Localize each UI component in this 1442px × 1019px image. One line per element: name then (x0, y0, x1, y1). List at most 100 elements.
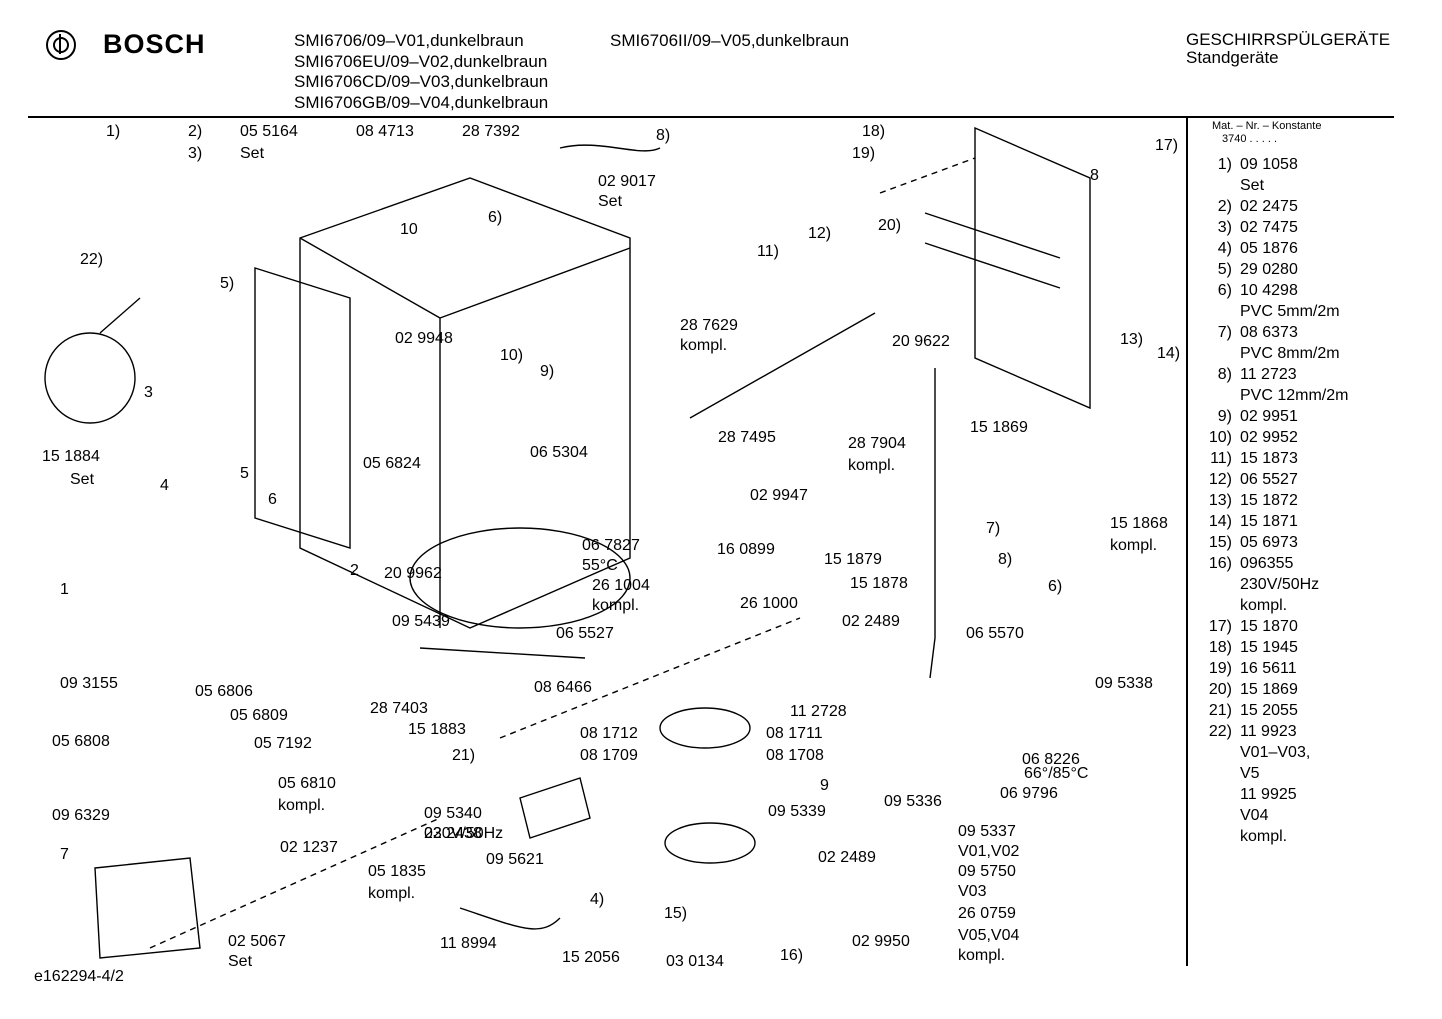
callout-label: 09 5338 (1095, 675, 1153, 692)
part-number-text: PVC 8mm/2m (1240, 345, 1340, 362)
model-line: SMI6706/09–V01,dunkelbraun (294, 31, 524, 50)
part-position-number: 10) (1208, 429, 1232, 446)
parts-list-row: PVC 12mm/2m (1196, 385, 1396, 406)
part-number-text: 29 0280 (1240, 261, 1298, 278)
part-position-number (1196, 175, 1240, 196)
part-number-text: 02 2475 (1240, 198, 1298, 215)
callout-label: 11) (757, 243, 779, 260)
konstante-value: 3740 . . . . . (1222, 133, 1278, 145)
callout-label: 02 2489 (818, 849, 876, 866)
callout-label: 8) (656, 127, 670, 144)
parts-list-row: 17)15 1870 (1196, 616, 1396, 637)
callout-label: 09 5439 (392, 613, 450, 630)
callout-label: kompl. (848, 457, 895, 474)
drain-hose (459, 907, 561, 930)
part-number-text: 15 2055 (1240, 702, 1298, 719)
callout-label: 6) (1048, 578, 1062, 595)
parts-list-row: 20)15 1869 (1196, 679, 1396, 700)
part-position-number: 15) (1208, 534, 1232, 551)
part-position-number: 8) (1217, 366, 1232, 383)
parts-list-row: 19) 16 5611 (1196, 658, 1396, 679)
callout-label: 02 2489 (842, 613, 900, 630)
callout-label: 15 1878 (850, 575, 908, 592)
parts-list-row: 1)09 1058 (1196, 154, 1396, 175)
callout-label: 3 (144, 384, 153, 401)
callout-label: 06 5304 (530, 444, 588, 461)
parts-list-row: 18)15 1945 (1196, 637, 1396, 658)
callout-label: 26 0759 (958, 905, 1016, 922)
callout-label: 05 6824 (363, 455, 421, 472)
parts-list-row: V5 (1196, 763, 1396, 784)
callout-label: 05 6808 (52, 733, 110, 750)
part-number-text: PVC 12mm/2m (1240, 387, 1349, 404)
callout-label: 06 9796 (1000, 785, 1058, 802)
drawing-reference: e162294-4/2 (34, 968, 124, 985)
parts-list-row: 9)02 9951 (1196, 406, 1396, 427)
parts-list-row: kompl. (1196, 826, 1396, 847)
callout-label: 09 5621 (486, 851, 544, 868)
callout-label: 02 2438 (424, 825, 482, 842)
inset-arrow (99, 297, 141, 334)
part-position-number (1196, 742, 1240, 763)
callout-label: 09 5750 (958, 863, 1016, 880)
door-strips (924, 212, 1061, 289)
parts-list-row: 4)05 1876 (1196, 238, 1396, 259)
callout-label: 15 1868 (1110, 515, 1168, 532)
callout-label: 20 9622 (892, 333, 950, 350)
category-subtitle: Standgeräte (1186, 48, 1279, 67)
callout-label: 05 1835 (368, 863, 426, 880)
parts-list-row: 22)11 9923 (1196, 721, 1396, 742)
part-position-number: 2) (1217, 198, 1232, 215)
callout-label: 26 1000 (740, 595, 798, 612)
dashed-assembly-line (149, 157, 976, 949)
callout-label: 02 5067 (228, 933, 286, 950)
callout-label: kompl. (368, 885, 415, 902)
callout-label: 7 (60, 846, 69, 863)
part-position-number: 13) (1208, 492, 1232, 509)
callout-label: 2 (350, 562, 359, 579)
callout-label: 9) (540, 363, 554, 380)
callout-label: 20 9962 (384, 565, 442, 582)
callout-label: 5) (220, 275, 234, 292)
callout-label: 05 5164 (240, 123, 298, 140)
category-title: GESCHIRRSPÜLGERÄTE (1186, 30, 1391, 49)
callout-label: 4 (160, 477, 169, 494)
callout-label: 06 8226 (1022, 751, 1080, 768)
part-number-text: 05 1876 (1240, 240, 1298, 257)
parts-list-row: PVC 8mm/2m (1196, 343, 1396, 364)
callout-label: 21) (452, 747, 475, 764)
callout-label: 6 (268, 491, 277, 508)
callout-label: 28 7904 (848, 435, 906, 452)
part-number-text: 16 5611 (1240, 660, 1297, 677)
bosch-logo-icon (46, 30, 76, 60)
callout-label: 28 7392 (462, 123, 520, 140)
side-panel (254, 267, 351, 549)
callout-label: 06 5570 (966, 625, 1024, 642)
callout-label: 02 9950 (852, 933, 910, 950)
part-number-text: 02 9952 (1240, 429, 1298, 446)
callout-label: 11 8994 (440, 935, 497, 952)
part-number-text: 230V/50Hz (1240, 576, 1320, 593)
callout-label: 15) (664, 905, 687, 922)
parts-list-row: 3)02 7475 (1196, 217, 1396, 238)
part-number-text: 11 9925 (1240, 786, 1297, 803)
callout-label: 06 5527 (556, 625, 614, 642)
part-position-number: 19) (1208, 660, 1232, 677)
parts-list-row: 11)15 1873 (1196, 448, 1396, 469)
part-number-text: 05 6973 (1240, 534, 1298, 551)
tub-bottom-opening (409, 527, 631, 629)
callout-label: 10) (500, 347, 523, 364)
part-position-number: 1) (1217, 156, 1232, 173)
callout-label: 09 6329 (52, 807, 110, 824)
callout-label: 08 1708 (766, 747, 824, 764)
callout-label: 66°/85°C (1024, 765, 1088, 782)
lower-spray-arm (419, 647, 586, 659)
part-number-text: 15 1872 (1240, 492, 1298, 509)
upper-spray-arm (689, 312, 876, 419)
callout-label: Set (240, 145, 265, 162)
category-block: GESCHIRRSPÜLGERÄTE Standgeräte (1186, 31, 1390, 67)
part-number-text: Set (1240, 177, 1265, 194)
callout-label: 11 2728 (790, 703, 847, 720)
callout-label: 09 5340 (424, 805, 482, 822)
